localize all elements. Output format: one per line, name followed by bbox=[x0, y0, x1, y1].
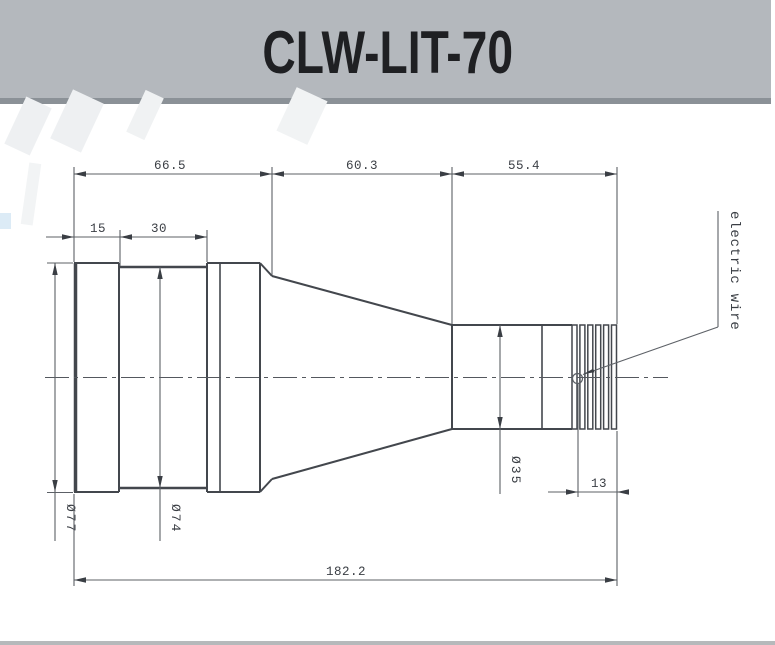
banner-shadow bbox=[0, 98, 775, 104]
title-banner: CLW-LIT-70 bbox=[0, 0, 775, 98]
arrowhead bbox=[260, 171, 272, 177]
dim-value-66-5: 66.5 bbox=[154, 159, 186, 173]
dim-diameter-77: Ø77 bbox=[47, 262, 78, 541]
arrowhead bbox=[497, 325, 503, 337]
arrowhead bbox=[195, 234, 207, 240]
dim-value-13: 13 bbox=[591, 477, 607, 491]
arrowhead bbox=[52, 480, 58, 492]
dim-overall: 182.2 bbox=[73, 431, 618, 586]
dim-step-row: 15 30 bbox=[46, 222, 208, 266]
arrowhead bbox=[605, 577, 617, 583]
dim-value-30: 30 bbox=[151, 222, 167, 236]
arrowhead bbox=[440, 171, 452, 177]
arrowhead bbox=[157, 267, 163, 279]
dim-top-row: 66.5 60.3 55.4 bbox=[73, 159, 618, 324]
arrowhead bbox=[497, 417, 503, 429]
dim-value-dia35: Ø35 bbox=[508, 456, 523, 485]
cone-edge bbox=[271, 275, 453, 326]
arrowhead bbox=[62, 234, 74, 240]
banner-right-gap bbox=[771, 0, 775, 104]
arrowhead bbox=[120, 234, 132, 240]
arrowhead bbox=[52, 263, 58, 275]
dim-diameter-35: Ø35 bbox=[497, 325, 523, 494]
chamfer-edge bbox=[259, 478, 273, 493]
arrowhead bbox=[157, 476, 163, 488]
arrowhead bbox=[605, 171, 617, 177]
dim-value-dia74: Ø74 bbox=[168, 504, 183, 533]
arrowhead bbox=[452, 171, 464, 177]
dim-13: 13 bbox=[548, 384, 629, 497]
dim-value-dia77: Ø77 bbox=[63, 504, 78, 533]
chamfer-edge bbox=[259, 262, 273, 277]
page-title: CLW-LIT-70 bbox=[262, 18, 513, 86]
arrowhead bbox=[566, 489, 578, 495]
wire-leader: electric wire bbox=[571, 211, 742, 385]
electric-wire-label: electric wire bbox=[726, 211, 742, 331]
arrowhead bbox=[74, 577, 86, 583]
dim-value-15: 15 bbox=[90, 222, 106, 236]
arrowhead bbox=[583, 368, 595, 374]
arrowhead bbox=[74, 171, 86, 177]
dim-value-60-3: 60.3 bbox=[346, 159, 378, 173]
wire-exit-circle bbox=[571, 372, 584, 385]
cone-edge bbox=[271, 428, 453, 480]
dim-diameter-74: Ø74 bbox=[157, 267, 183, 541]
arrowhead bbox=[272, 171, 284, 177]
dim-value-55-4: 55.4 bbox=[508, 159, 540, 173]
arrowhead bbox=[617, 489, 629, 495]
dim-value-182-2: 182.2 bbox=[326, 565, 366, 579]
bottom-strip bbox=[0, 641, 775, 645]
leader-line bbox=[582, 326, 719, 376]
